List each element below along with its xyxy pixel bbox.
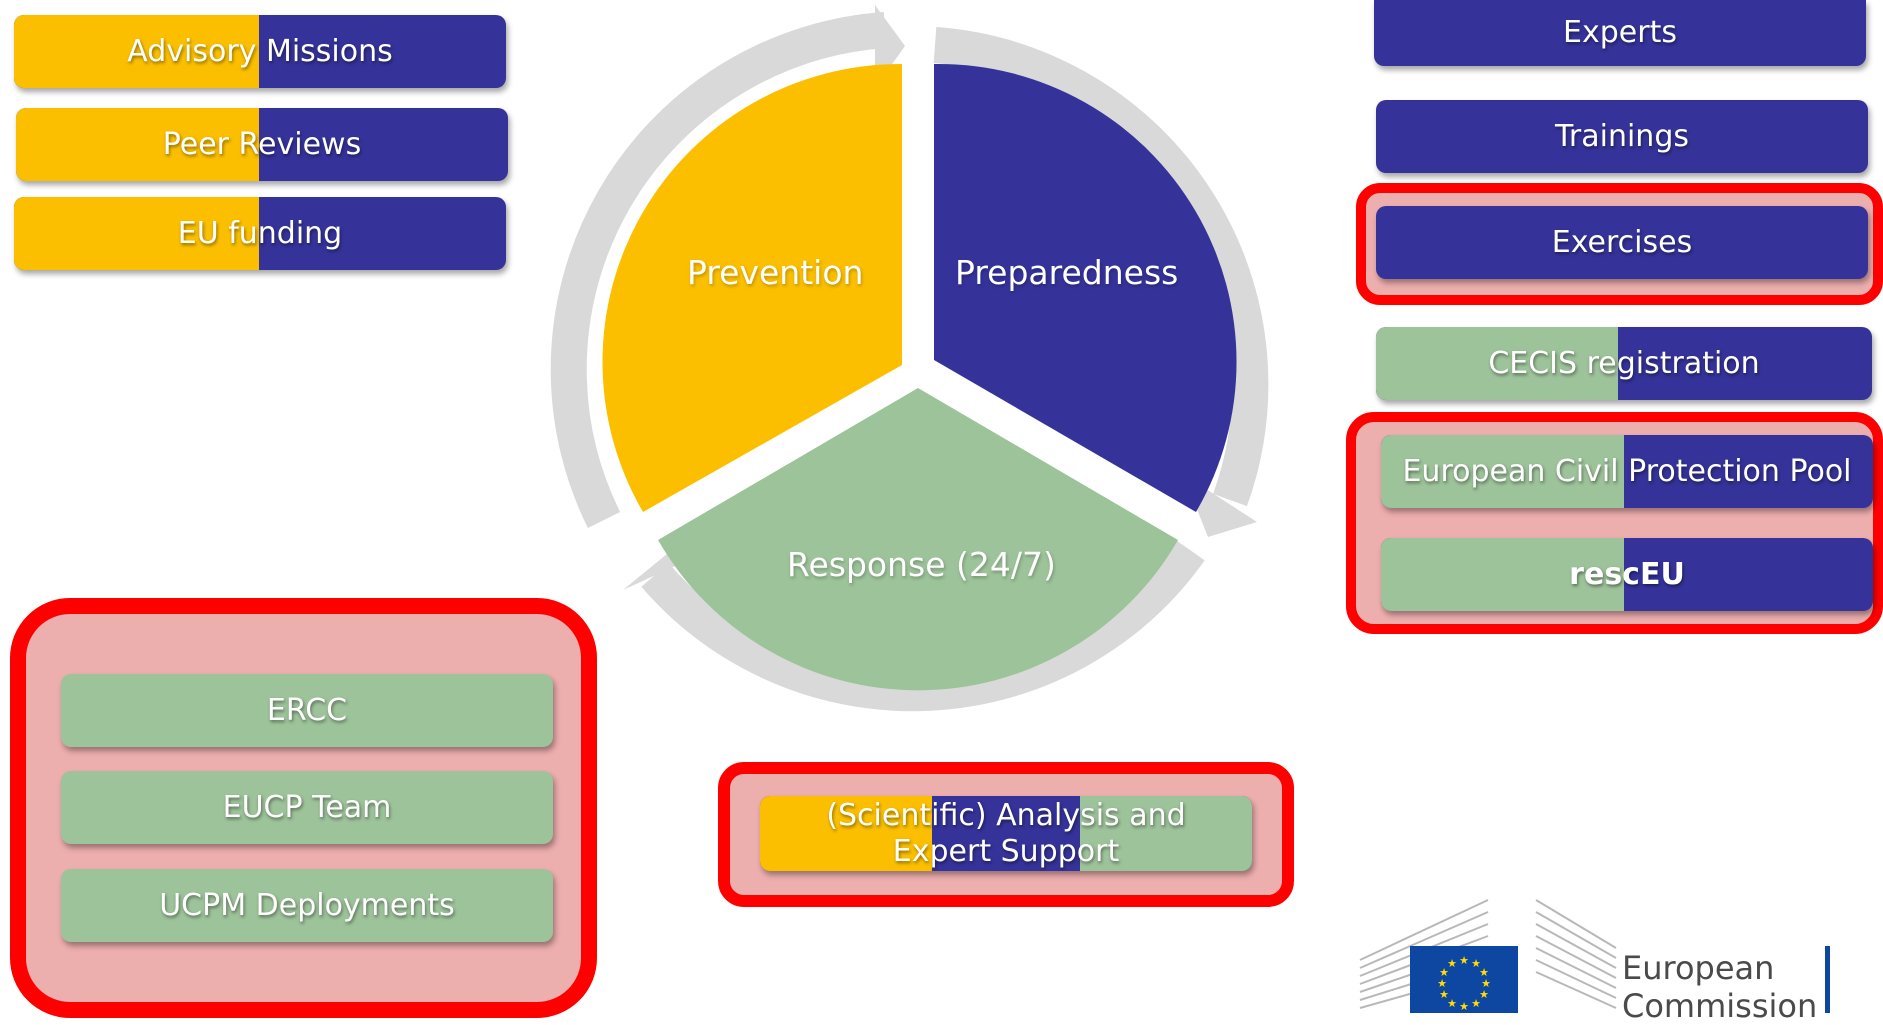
eucp-team-box: EUCP Team (61, 771, 553, 844)
eu-funding-label: EU funding (177, 215, 343, 251)
ucpm-deployments-box: UCPM Deployments (61, 869, 553, 942)
resceu-label: rescEU (1569, 556, 1685, 592)
response-label: Response (24/7) (787, 545, 1056, 584)
ec-building-icon: ★ ★ ★ ★ ★ ★ ★ ★ ★ ★ ★ ★ (1359, 899, 1617, 1013)
svg-text:★: ★ (1459, 954, 1469, 967)
experts-box: Experts (1374, 0, 1866, 66)
cecis-registration-label: CECIS registration (1488, 345, 1760, 381)
svg-text:★: ★ (1479, 988, 1489, 1001)
advisory-missions-label: Advisory Missions (127, 33, 393, 69)
prevention-label: Prevention (687, 253, 864, 292)
svg-text:★: ★ (1471, 997, 1481, 1010)
svg-text:★: ★ (1459, 1000, 1469, 1013)
response-wedge (658, 388, 1178, 691)
ec-logo-divider (1825, 946, 1830, 1013)
ucpm-deployments-label: UCPM Deployments (159, 887, 455, 923)
advisory-missions-box: Advisory Missions (14, 15, 506, 88)
analysis-label: (Scientific) Analysis and Expert Support (826, 797, 1186, 869)
exercises-box: Exercises (1376, 206, 1868, 279)
exercises-label: Exercises (1551, 224, 1693, 260)
cycle-arrow-1 (550, 12, 887, 528)
ercc-label: ERCC (266, 692, 348, 728)
svg-text:★: ★ (1479, 966, 1489, 979)
eu-funding-box: EU funding (14, 197, 506, 270)
svg-text:★: ★ (1439, 966, 1449, 979)
peer-reviews-box: Peer Reviews (16, 108, 508, 181)
ercc-box: ERCC (61, 674, 553, 747)
ecpp-box: European Civil Protection Pool (1381, 435, 1873, 508)
analysis-box: (Scientific) Analysis and Expert Support (760, 796, 1252, 871)
ecpp-label: European Civil Protection Pool (1402, 453, 1852, 489)
trainings-box: Trainings (1376, 100, 1868, 173)
cecis-registration-box: CECIS registration (1376, 327, 1872, 400)
ec-logo-line2: Commission (1622, 987, 1818, 1025)
svg-text:★: ★ (1439, 988, 1449, 1001)
experts-label: Experts (1563, 15, 1677, 50)
eucp-team-label: EUCP Team (222, 789, 392, 825)
preparedness-wedge (934, 63, 1237, 513)
ec-logo-line1: European (1622, 949, 1775, 987)
peer-reviews-label: Peer Reviews (162, 126, 362, 162)
prevention-wedge (602, 63, 902, 513)
preparedness-label: Preparedness (955, 253, 1179, 292)
svg-text:★: ★ (1447, 997, 1457, 1010)
resceu-box: rescEU (1381, 538, 1873, 611)
trainings-label: Trainings (1554, 118, 1689, 154)
svg-text:★: ★ (1437, 977, 1447, 990)
cycle-arrow-3 (641, 539, 1205, 712)
cycle-arrow-2 (933, 27, 1269, 507)
svg-text:★: ★ (1447, 957, 1457, 970)
svg-text:★: ★ (1481, 977, 1491, 990)
ec-logo: ★ ★ ★ ★ ★ ★ ★ ★ ★ ★ ★ ★ European Commiss… (1358, 890, 1883, 1024)
svg-text:★: ★ (1471, 957, 1481, 970)
